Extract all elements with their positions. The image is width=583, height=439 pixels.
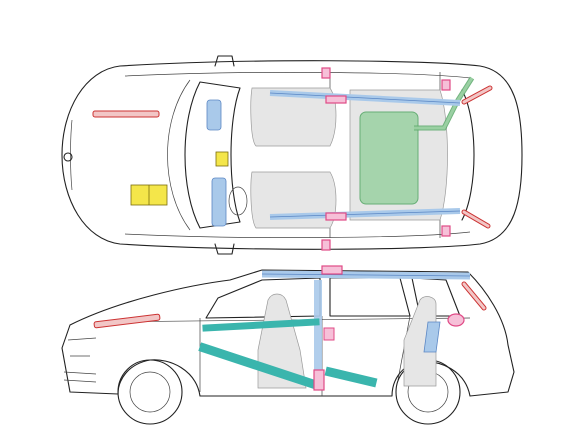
side-view-upper-side-bar <box>202 318 320 332</box>
top-view <box>61 55 523 255</box>
side-view-front-seat <box>257 293 307 389</box>
side-view-rear-side-bar <box>324 366 378 388</box>
side-view-front-window <box>205 277 321 319</box>
top-view-left-mirror <box>214 55 235 67</box>
side-view-b-pillar-marker <box>313 369 325 391</box>
side-view-c-pillar-panel <box>423 321 441 353</box>
side-view-mid-pillar-marker <box>323 327 335 341</box>
side-view-diagonal-side-bar <box>198 342 322 391</box>
side-view-roof-marker <box>321 265 343 275</box>
top-view-rear-left-marker <box>441 79 451 91</box>
side-view-rear-seat-marker <box>447 313 465 327</box>
side-view-headlight <box>63 337 97 383</box>
top-view-right-mirror <box>214 243 235 255</box>
top-view-hood-strip <box>92 110 160 118</box>
top-view-body-outline <box>61 60 523 250</box>
top-view-right-pillar-marker <box>321 239 331 251</box>
top-view-right-seat-marker <box>325 212 347 221</box>
top-view-hood-lines <box>70 79 191 231</box>
top-view-front-right-seat <box>250 171 337 229</box>
side-view-front-wheel <box>117 359 183 425</box>
top-view-rear-window <box>461 89 475 221</box>
top-view-left-pillar-marker <box>321 67 331 79</box>
side-view-rear-window <box>329 277 411 317</box>
side-view <box>61 265 515 425</box>
top-view-control-unit <box>215 151 229 167</box>
top-view-cargo-area <box>359 111 419 205</box>
top-view-dash-right-panel <box>211 177 227 227</box>
top-view-steering-wheel <box>228 186 248 216</box>
top-view-front-emblem <box>63 152 73 162</box>
top-view-left-seat-marker <box>325 95 347 104</box>
side-view-rear-seat <box>403 296 437 387</box>
side-view-hood-strip <box>93 313 161 329</box>
top-view-rear-right-marker <box>441 225 451 237</box>
top-view-dash-left-panel <box>206 99 222 131</box>
